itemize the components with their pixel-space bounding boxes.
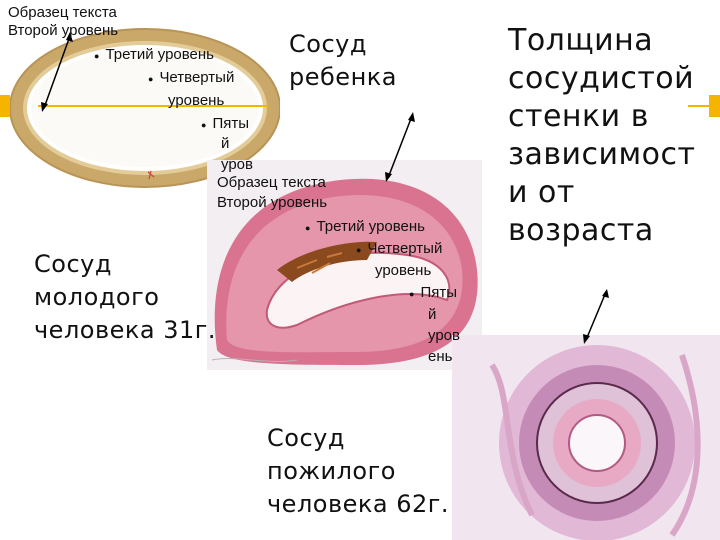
placeholder-level5d-b: ень: [428, 348, 453, 365]
placeholder-level4b-b: уровень: [375, 262, 432, 279]
elderly-wall-arrow: [583, 289, 609, 344]
bullet-dot-icon: ●: [409, 289, 415, 299]
bullet-dot-icon: ●: [356, 245, 362, 255]
caption-elderly-line1: Сосуд: [267, 424, 345, 452]
placeholder-level5-b: ● Пяты: [409, 284, 457, 303]
placeholder-level5b-a: й: [221, 135, 230, 152]
accent-line-right: [688, 105, 710, 107]
placeholder-level5c-a: уров: [221, 156, 253, 173]
young-wall-arrow: [385, 112, 415, 182]
slide-title-line4: зависимост: [508, 137, 696, 172]
placeholder-level4b-a: уровень: [168, 92, 225, 109]
accent-block-left: [0, 95, 12, 117]
bullet-dot-icon: ●: [201, 120, 207, 130]
caption-young-line3: человека 31г.: [34, 316, 216, 344]
elderly-vessel-image: [452, 335, 720, 540]
placeholder-level5-a: ● Пяты: [201, 115, 249, 134]
caption-elderly: Сосуд пожилого человека 62г.: [267, 422, 449, 521]
accent-block-right: [709, 95, 720, 117]
placeholder-level5c-b: уров: [428, 327, 460, 344]
caption-young-line2: молодого: [34, 283, 160, 311]
slide-title-line6: возраста: [508, 213, 654, 248]
placeholder-level5-text-b: Пяты: [420, 284, 457, 301]
young-vessel-image: [207, 160, 482, 370]
placeholder-level4-a: ● Четвертый: [148, 69, 234, 88]
placeholder-level4-text-b: Четвертый: [367, 240, 443, 257]
caption-elderly-line3: человека 62г.: [267, 490, 449, 518]
slide-title-line1: Толщина: [508, 23, 654, 58]
caption-young-line1: Сосуд: [34, 250, 112, 278]
placeholder-level2-a: Второй уровень: [8, 22, 119, 39]
placeholder-level3-text-b: Третий уровень: [316, 218, 425, 235]
bullet-dot-icon: ●: [305, 223, 311, 233]
caption-child-line2: ребенка: [289, 63, 397, 91]
accent-line-cross: [38, 105, 268, 107]
child-wall-arrow: [41, 32, 73, 112]
placeholder-level3-b: ● Третий уровень: [305, 218, 425, 237]
placeholder-level4-b: ● Четвертый: [356, 240, 442, 259]
placeholder-level3-a: ● Третий уровень: [94, 46, 214, 65]
slide-title-line5: и от: [508, 175, 575, 210]
slide-title: Толщина сосудистой стенки в зависимост и…: [508, 22, 695, 250]
slide-title-line3: стенки в: [508, 99, 649, 134]
placeholder-level4-text-a: Четвертый: [159, 69, 235, 86]
caption-child-line1: Сосуд: [289, 30, 367, 58]
bullet-dot-icon: ●: [148, 74, 154, 84]
caption-elderly-line2: пожилого: [267, 457, 396, 485]
placeholder-level5b-b: й: [428, 306, 437, 323]
placeholder-level1-a: Образец текста: [8, 4, 117, 21]
caption-young: Сосуд молодого человека 31г.: [34, 248, 216, 347]
caption-child: Сосуд ребенка: [289, 28, 397, 94]
bullet-dot-icon: ●: [94, 51, 100, 61]
placeholder-level1-b: Образец текста: [217, 174, 326, 191]
placeholder-level2-b: Второй уровень: [217, 194, 328, 211]
placeholder-level3-text-a: Третий уровень: [105, 46, 214, 63]
placeholder-level5-text-a: Пяты: [212, 115, 249, 132]
slide-title-line2: сосудистой: [508, 61, 695, 96]
